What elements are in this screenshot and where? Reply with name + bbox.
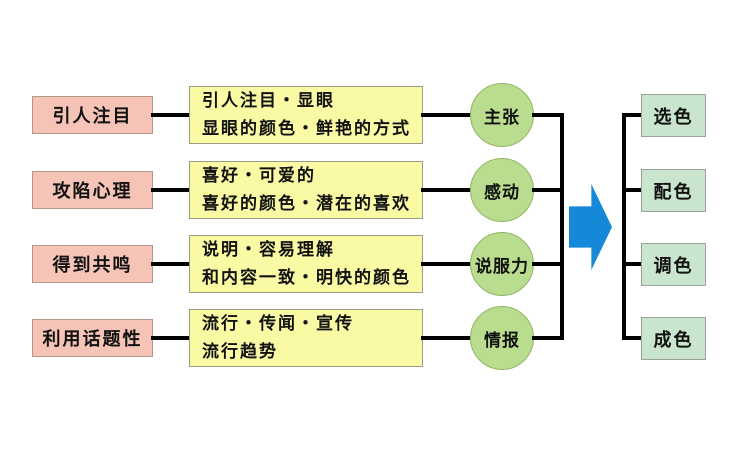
detail-box-topicality: 流行・传闻・宣传 流行趋势 — [189, 309, 423, 367]
node-circle-moving: 感动 — [470, 158, 534, 222]
distributor-line-right — [622, 113, 626, 340]
source-box-resonance: 得到共鸣 — [32, 245, 153, 283]
connector-line — [421, 336, 472, 340]
connector-line — [151, 188, 190, 192]
detail-line: 引人注目・显眼 — [202, 91, 335, 111]
connector-line — [421, 262, 472, 266]
connector-line — [624, 113, 642, 117]
connector-line — [421, 113, 472, 117]
node-circle-persuasion: 说服力 — [470, 232, 534, 296]
output-box-color-quality: 成色 — [641, 317, 706, 360]
detail-line: 流行・传闻・宣传 — [202, 314, 354, 334]
connector-line — [151, 336, 190, 340]
detail-line: 喜好・可爱的 — [202, 166, 316, 186]
right-block-arrow-icon — [569, 184, 612, 270]
connector-line — [532, 188, 562, 192]
node-circle-assertion: 主张 — [470, 83, 534, 147]
connector-line — [532, 113, 562, 117]
collector-line-left — [560, 113, 564, 340]
source-box-topicality: 利用话题性 — [32, 319, 153, 357]
detail-box-psychology: 喜好・可爱的 喜好的颜色・潜在的喜欢 — [189, 161, 423, 219]
detail-line: 说明・容易理解 — [202, 240, 335, 260]
output-box-color-pick: 选色 — [641, 94, 706, 137]
detail-line: 喜好的颜色・潜在的喜欢 — [202, 194, 411, 214]
connector-line — [151, 113, 190, 117]
detail-line: 流行趋势 — [202, 342, 278, 362]
connector-line — [532, 262, 562, 266]
detail-line: 显眼的颜色・鲜艳的方式 — [202, 119, 411, 139]
connector-line — [421, 188, 472, 192]
connector-line — [624, 262, 642, 266]
output-box-color-tone: 调色 — [641, 243, 706, 286]
node-circle-information: 情报 — [470, 306, 534, 370]
detail-box-resonance: 说明・容易理解 和内容一致・明快的颜色 — [189, 235, 423, 293]
detail-line: 和内容一致・明快的颜色 — [202, 268, 411, 288]
connector-line — [624, 336, 642, 340]
connector-line — [624, 188, 642, 192]
detail-box-attention: 引人注目・显眼 显眼的颜色・鲜艳的方式 — [189, 86, 423, 144]
output-box-color-scheme: 配色 — [641, 169, 706, 212]
connector-line — [151, 262, 190, 266]
connector-line — [532, 336, 562, 340]
source-box-psychology: 攻陷心理 — [32, 171, 153, 209]
source-box-attention: 引人注目 — [32, 96, 153, 134]
